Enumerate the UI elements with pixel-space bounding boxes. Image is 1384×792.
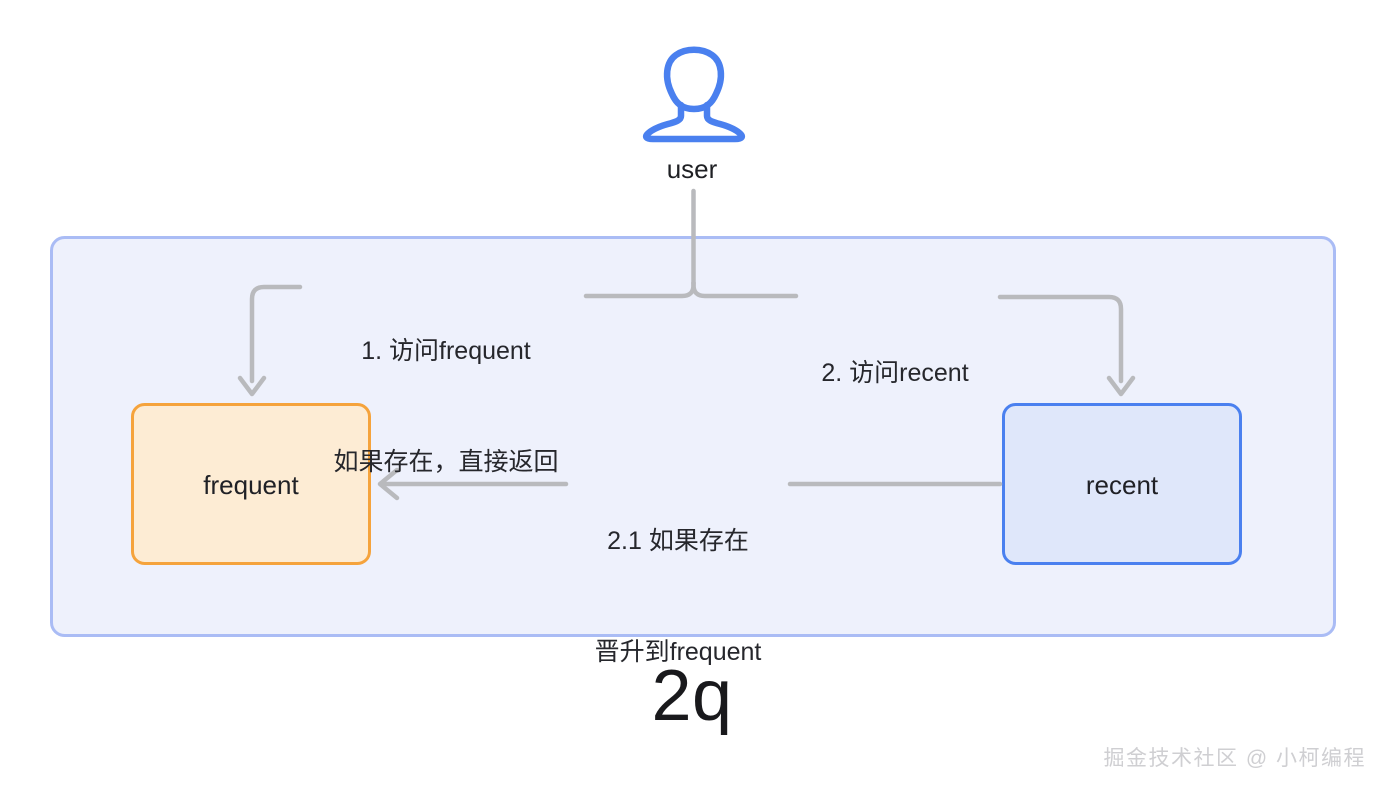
- arrow-line-to-frequent: [249, 284, 303, 384]
- node-recent[interactable]: [1002, 403, 1242, 565]
- node-label-frequent: frequent: [203, 470, 299, 500]
- arrowhead-to-recent: [1106, 375, 1136, 397]
- edge-label-recent-to-frequent: 2.1 如果存在 晋升到frequent: [568, 449, 788, 745]
- node-label-recent: recent: [1085, 470, 1159, 500]
- edge-label-line2: 晋升到frequent: [594, 638, 762, 666]
- user-label: user: [666, 154, 718, 184]
- arrowhead-to-frequent: [237, 375, 267, 397]
- watermark: 掘金技术社区 @ 小柯编程: [1103, 747, 1366, 770]
- edge-label-line1: 1. 访问frequent: [361, 337, 531, 365]
- node-frequent[interactable]: [131, 403, 371, 565]
- edge-label-user-to-recent: 2. 访问recent: [790, 281, 1000, 466]
- arrowhead-to-frequent-promote: [377, 467, 400, 501]
- user-icon: [643, 46, 745, 143]
- arrow-line-to-recent: [997, 294, 1124, 384]
- connector-user-to-recent: [691, 280, 799, 299]
- edge-label-line1: 2. 访问recent: [821, 359, 969, 387]
- edge-label-line2: 如果存在，直接返回: [333, 448, 559, 476]
- diagram-caption: 2q: [651, 656, 733, 736]
- edge-label-line1: 2.1 如果存在: [607, 527, 749, 555]
- edge-label-user-to-frequent: 1. 访问frequent 如果存在，直接返回: [246, 259, 646, 555]
